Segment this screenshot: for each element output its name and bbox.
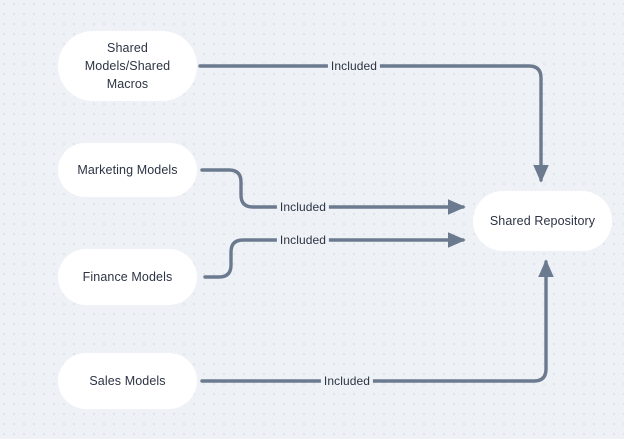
edge-shared-models-to-repository xyxy=(198,64,549,183)
node-sales-models[interactable]: Sales Models xyxy=(58,353,197,409)
edge-label-marketing-models-to-repository: Included xyxy=(276,201,330,213)
node-label: Shared Repository xyxy=(489,213,596,228)
node-label: Shared Models/Shared Macros xyxy=(84,40,171,92)
edge-label-shared-models-to-repository: Included xyxy=(327,60,381,72)
node-shared-models[interactable]: Shared Models/Shared Macros xyxy=(58,31,197,101)
edge-finance-models-to-repository xyxy=(203,232,466,279)
node-label: Sales Models xyxy=(89,373,166,388)
edge-marketing-models-to-repository xyxy=(200,168,466,215)
node-marketing-models[interactable]: Marketing Models xyxy=(58,143,197,197)
edge-label-sales-models-to-repository: Included xyxy=(320,375,374,387)
node-label: Finance Models xyxy=(82,269,173,284)
edge-label-finance-models-to-repository: Included xyxy=(276,234,330,246)
node-finance-models[interactable]: Finance Models xyxy=(58,249,197,305)
node-shared-repository[interactable]: Shared Repository xyxy=(473,191,612,251)
node-label: Marketing Models xyxy=(77,162,178,177)
edge-sales-models-to-repository xyxy=(200,259,554,383)
